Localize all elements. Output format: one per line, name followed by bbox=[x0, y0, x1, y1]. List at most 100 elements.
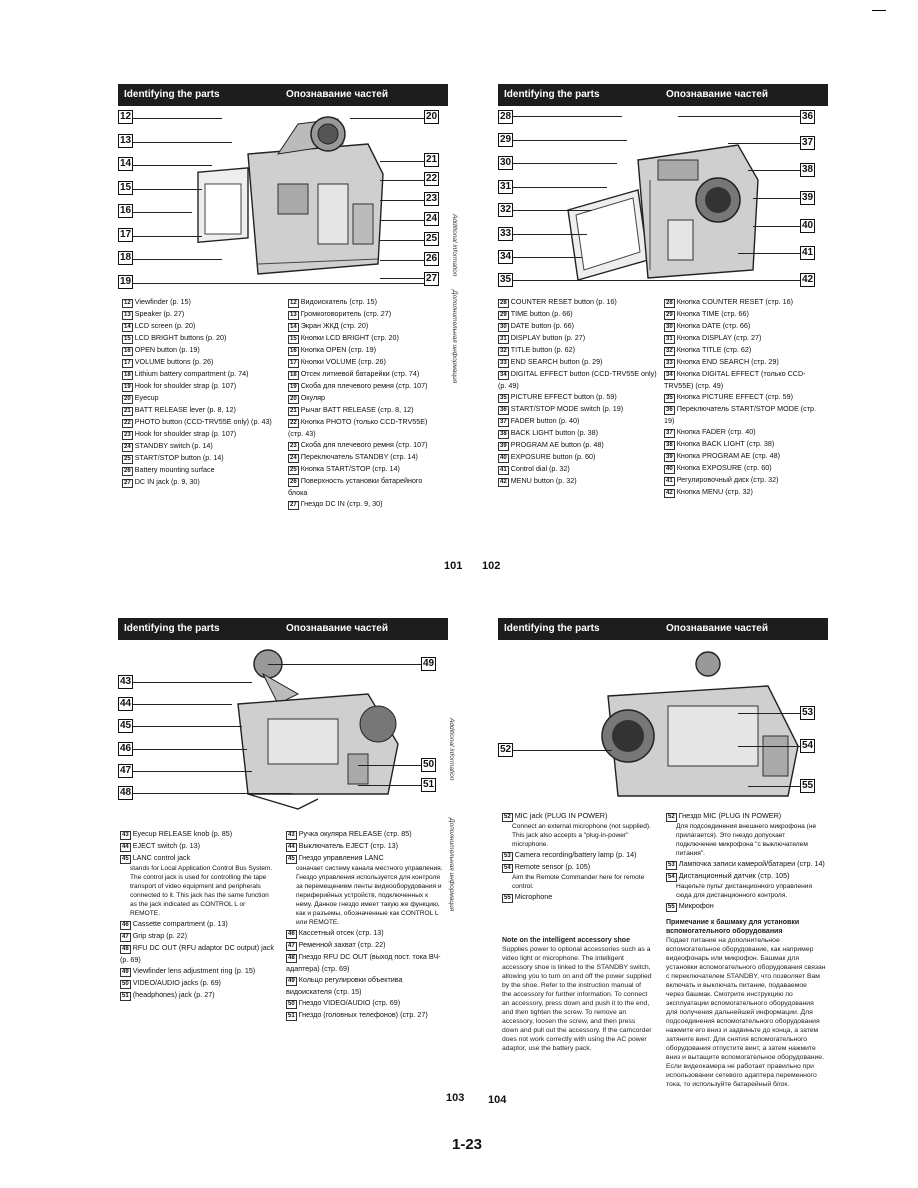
item-text: FADER button (p. 40) bbox=[510, 416, 580, 425]
callout-line bbox=[132, 189, 202, 190]
list-item-description: означает систему канала местного управле… bbox=[286, 864, 446, 927]
callout-line bbox=[132, 793, 292, 794]
item-number: 22 bbox=[288, 419, 299, 428]
callout-50: 50 bbox=[421, 758, 437, 772]
section-banner: Identifying the parts Опознавание частей bbox=[498, 618, 828, 640]
item-text: MENU button (p. 32) bbox=[510, 476, 577, 485]
item-number: 52 bbox=[666, 813, 677, 822]
item-number: 17 bbox=[288, 359, 299, 368]
callout-line bbox=[132, 704, 232, 705]
item-text: Регулировочный диск (стр. 32) bbox=[676, 475, 779, 484]
item-text: Кнопка DISPLAY (стр. 27) bbox=[676, 333, 762, 342]
section-banner: Identifying the parts Опознавание частей bbox=[118, 618, 448, 640]
callout-47: 47 bbox=[118, 764, 134, 778]
callout-line bbox=[350, 118, 436, 119]
callout-line bbox=[380, 220, 436, 221]
callout-26: 26 bbox=[424, 252, 440, 266]
callout-line bbox=[512, 234, 587, 235]
callout-line bbox=[738, 253, 812, 254]
item-number: 31 bbox=[664, 335, 675, 344]
item-text: Поверхность установки батарейного блока bbox=[288, 476, 423, 497]
item-text: Speaker (p. 27) bbox=[134, 309, 185, 318]
item-number: 14 bbox=[122, 323, 133, 332]
callout-line bbox=[132, 771, 252, 772]
callout-43: 43 bbox=[118, 675, 134, 689]
callout-line bbox=[678, 116, 812, 117]
callout-16: 16 bbox=[118, 204, 134, 218]
item-number: 23 bbox=[122, 431, 133, 440]
item-text: Кнопка OPEN (стр. 19) bbox=[300, 345, 377, 354]
item-text: COUNTER RESET button (p. 16) bbox=[510, 297, 617, 306]
item-text: Гнездо RFU DC OUT (выход пост. тока ВЧ-а… bbox=[286, 952, 441, 973]
item-number: 36 bbox=[664, 406, 675, 415]
camcorder-side-illustration bbox=[197, 116, 384, 275]
item-text: Viewfinder lens adjustment ring (p. 15) bbox=[132, 966, 256, 975]
item-text: Гнездо управления LANC bbox=[298, 853, 384, 862]
callout-line bbox=[132, 212, 192, 213]
callout-22: 22 bbox=[424, 172, 440, 186]
item-number: 26 bbox=[122, 467, 133, 476]
item-text: Кнопка FADER (стр. 40) bbox=[676, 427, 756, 436]
item-text: Кнопка TITLE (стр. 62) bbox=[676, 345, 752, 354]
item-text: Control dial (p. 32) bbox=[510, 464, 570, 473]
item-number: 17 bbox=[122, 359, 133, 368]
item-number: 30 bbox=[664, 323, 675, 332]
callout-49: 49 bbox=[421, 657, 437, 671]
item-text: VIDEO/AUDIO jacks (p. 69) bbox=[132, 978, 221, 987]
item-number: 16 bbox=[288, 347, 299, 356]
item-number: 38 bbox=[664, 441, 675, 450]
callout-31: 31 bbox=[498, 180, 514, 194]
item-text: Рычаг BATT RELEASE (стр. 8, 12) bbox=[300, 405, 414, 414]
camcorder-diagram: 43 44 45 46 47 48 49 50 51 bbox=[118, 649, 448, 834]
item-text: VOLUME buttons (p. 26) bbox=[134, 357, 214, 366]
item-text: Микрофон bbox=[678, 901, 714, 910]
callout-36: 36 bbox=[800, 110, 816, 124]
callout-line bbox=[738, 713, 800, 714]
item-number: 53 bbox=[666, 861, 677, 870]
item-number: 40 bbox=[664, 465, 675, 474]
callout-line bbox=[380, 200, 436, 201]
callout-45: 45 bbox=[118, 719, 134, 733]
item-text: DIGITAL EFFECT button (CCD-TRV55E only) … bbox=[498, 369, 657, 390]
page-103: Identifying the parts Опознавание частей… bbox=[118, 608, 464, 1104]
banner-title-ru: Опознавание частей bbox=[286, 89, 389, 100]
callout-line bbox=[358, 765, 433, 766]
item-number: 21 bbox=[122, 407, 133, 416]
item-number: 54 bbox=[502, 864, 513, 873]
item-number: 33 bbox=[498, 359, 509, 368]
item-number: 33 bbox=[664, 359, 675, 368]
item-text: Гнездо VIDEO/AUDIO (стр. 69) bbox=[298, 998, 401, 1007]
item-number: 49 bbox=[286, 977, 297, 986]
item-text: Кольцо регулировки объектива видоискател… bbox=[286, 975, 403, 996]
item-number: 51 bbox=[286, 1012, 297, 1021]
item-number: 50 bbox=[120, 980, 131, 989]
item-number: 55 bbox=[666, 903, 677, 912]
item-number: 18 bbox=[122, 371, 133, 380]
item-text: Громкоговоритель (стр. 27) bbox=[300, 309, 392, 318]
item-text: BATT RELEASE lever (p. 8, 12) bbox=[134, 405, 236, 414]
banner-title-ru: Опознавание частей bbox=[666, 89, 769, 100]
item-number: 16 bbox=[122, 347, 133, 356]
item-text: Гнездо DC IN (стр. 9, 30) bbox=[300, 499, 383, 508]
callout-line bbox=[132, 236, 202, 237]
